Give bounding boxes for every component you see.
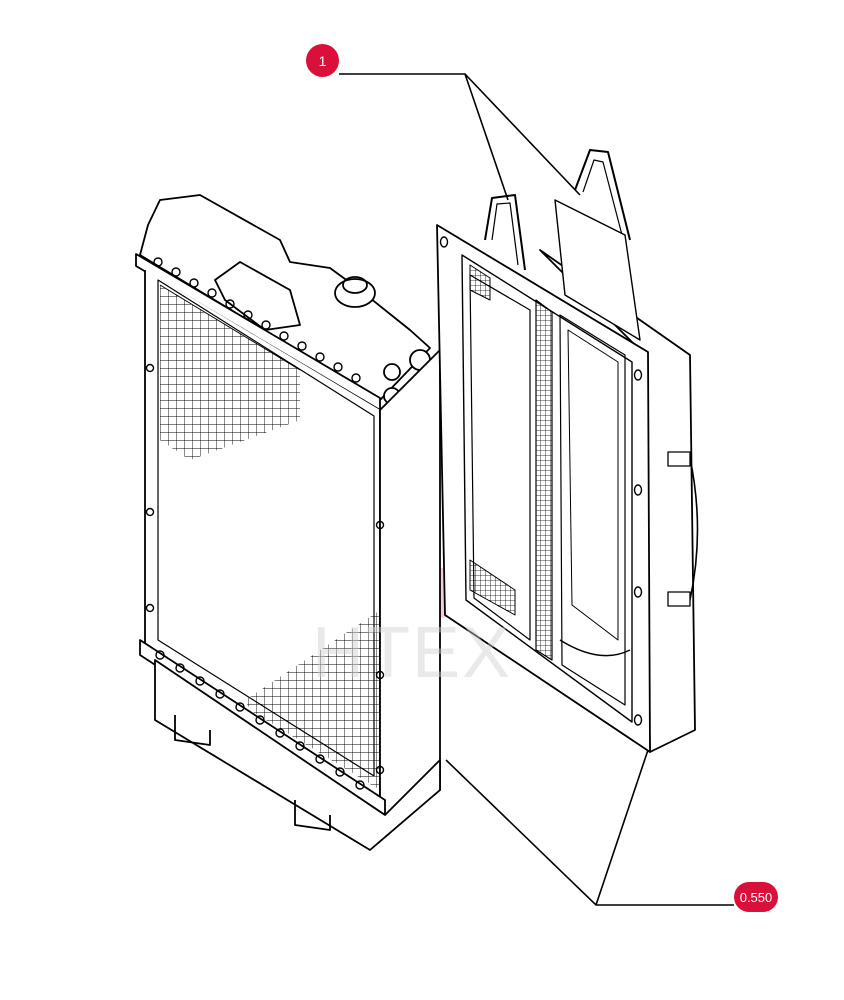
- leader-line-1: [339, 73, 581, 201]
- frame-holes: [439, 236, 643, 726]
- shroud-assembly: [436, 149, 699, 753]
- leader-lines: [339, 73, 734, 906]
- watermark-text: HTEX: [312, 613, 513, 693]
- leader-line-2: [445, 749, 734, 906]
- callout-part-1[interactable]: 1: [306, 44, 339, 77]
- top-bolts: [153, 257, 361, 383]
- radiator: [135, 194, 441, 851]
- side-studs: [145, 363, 385, 775]
- bottom-bolts: [155, 650, 365, 790]
- callout-part-2[interactable]: 0.550: [734, 882, 778, 912]
